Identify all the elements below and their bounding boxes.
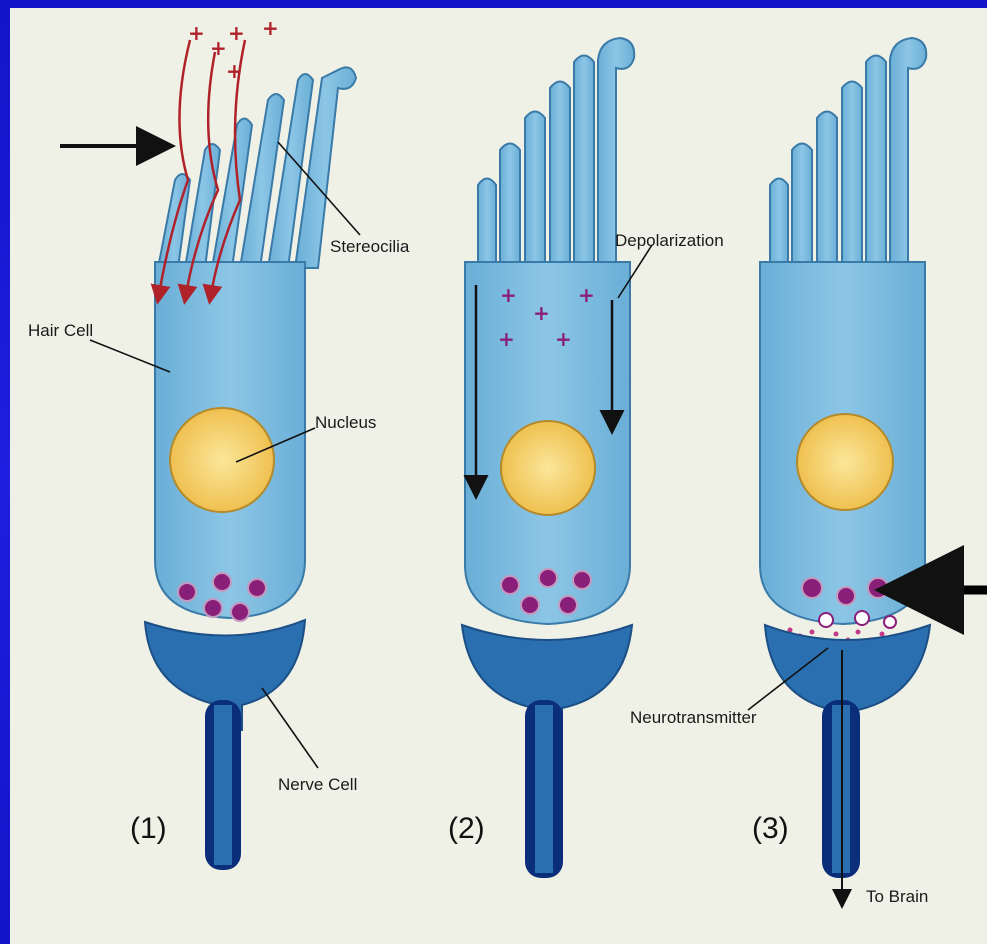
panel-number-2: (2) [448,812,485,845]
stereocilia-bundle-3 [770,38,926,270]
svg-text:+: + [188,21,205,45]
label-nucleus: Nucleus [315,413,376,432]
nucleus-1 [170,408,274,512]
nerve-cell-1 [145,620,305,870]
svg-text:+: + [498,327,515,351]
svg-text:+: + [500,283,517,307]
svg-text:+: + [228,21,245,45]
svg-text:+: + [555,327,572,351]
cell-1: +++ ++ [60,16,360,870]
label-to-brain: To Brain [866,887,928,906]
nucleus-2 [501,421,595,515]
nerve-cell-2 [462,625,632,878]
cell-2: +++ ++ [462,38,652,878]
stereocilia-bundle-1 [158,67,356,268]
svg-text:+: + [578,283,595,307]
svg-text:+: + [262,16,279,40]
panel-number-1: (1) [130,812,167,845]
label-stereocilia: Stereocilia [330,237,410,256]
svg-text:+: + [210,36,227,60]
label-hair-cell: Hair Cell [28,321,93,340]
svg-text:+: + [226,59,243,83]
label-nerve-cell: Nerve Cell [278,775,357,794]
nucleus-3 [797,414,893,510]
panel-number-3: (3) [752,812,789,845]
stereocilia-bundle-2 [478,38,634,270]
cell-3 [748,38,987,905]
nerve-cell-3 [765,625,930,878]
label-neurotransmitter: Neurotransmitter [630,708,757,727]
label-depolarization: Depolarization [615,231,724,250]
positive-ions-1: +++ ++ [188,16,279,83]
svg-text:+: + [533,301,550,325]
